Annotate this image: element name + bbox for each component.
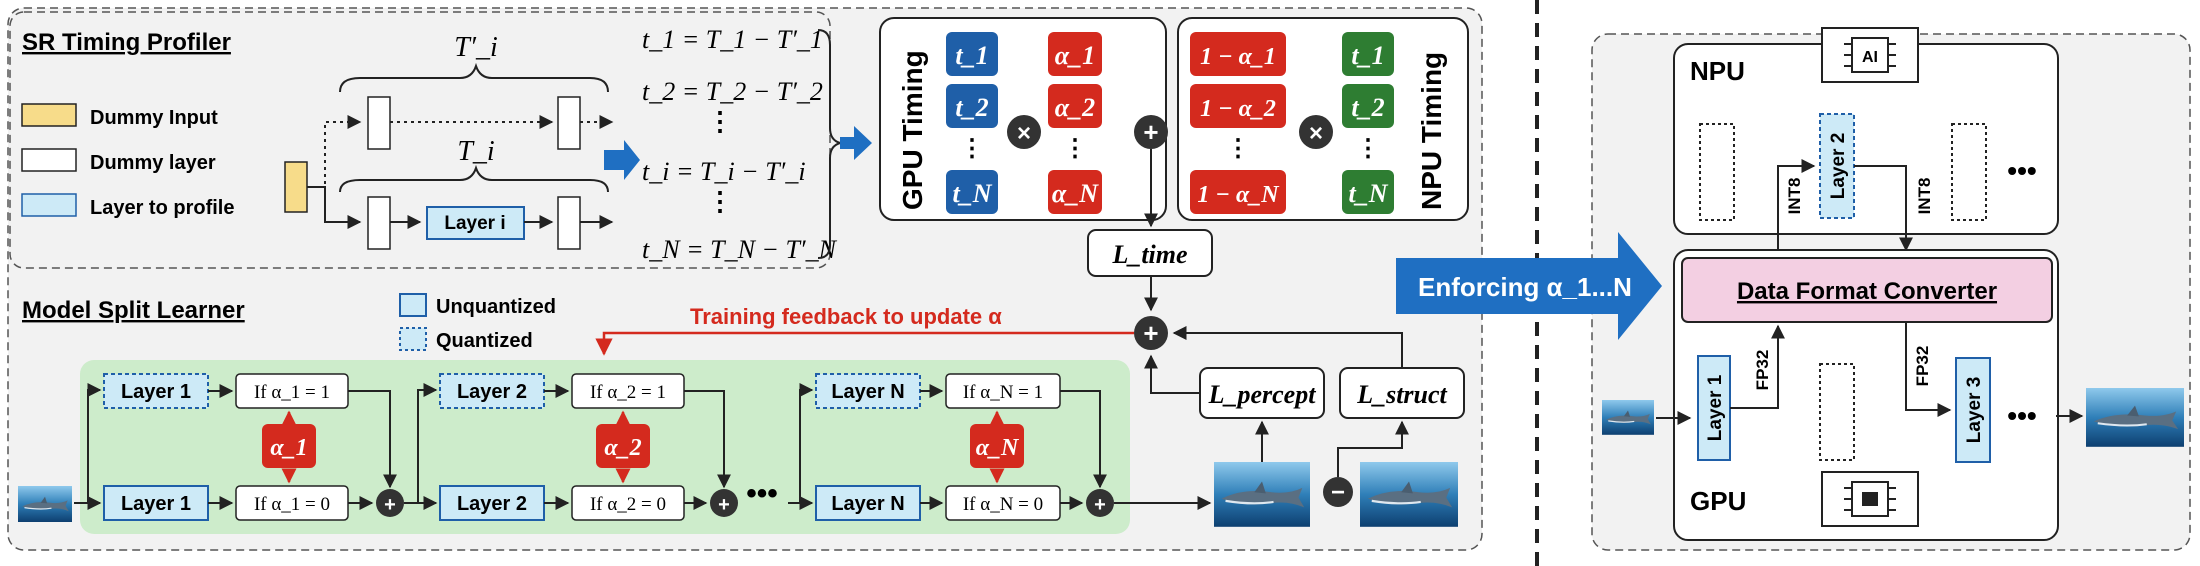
group1-if-zero: If α_1 = 0 (254, 494, 330, 515)
group1-unquantized-layer: Layer 1 (121, 493, 191, 515)
svg-text:⋮: ⋮ (707, 107, 733, 136)
group2-alpha: α_2 (604, 435, 641, 461)
gpu-an: α_N (1052, 179, 1099, 208)
npu-label: NPU (1690, 56, 1745, 86)
svg-text:•••: ••• (2007, 400, 2036, 431)
npu-1man: 1 − α_N (1197, 182, 1280, 208)
svg-text:⋮: ⋮ (1226, 135, 1250, 162)
fp32-right: FP32 (1913, 346, 1932, 387)
legend-unquantized: Unquantized (436, 296, 556, 318)
group1-alpha: α_1 (270, 435, 307, 461)
npu-t1: t_1 (1351, 41, 1384, 70)
gpu-tn: t_N (953, 179, 993, 208)
groupn-if-one: If α_N = 1 (963, 382, 1043, 403)
gpu-t1: t_1 (955, 41, 988, 70)
legend-layer-to-profile-swatch (21, 193, 77, 217)
svg-text:+: + (384, 494, 396, 516)
npu-tn: t_N (1349, 179, 1389, 208)
svg-text:⋮: ⋮ (1356, 135, 1380, 162)
legend-dummy-input: Dummy Input (90, 107, 218, 129)
svg-text:+: + (718, 494, 730, 516)
output-image (1212, 460, 1312, 528)
gpu-t2: t_2 (955, 93, 988, 122)
svg-text:•••: ••• (746, 477, 778, 510)
enforcing-arrow (1396, 232, 1662, 340)
gpu-timing-label: GPU Timing (897, 50, 928, 210)
group2-quantized-layer: Layer 2 (457, 381, 527, 403)
gpu-layer-3: Layer 3 (1964, 377, 1985, 444)
legend-layer-to-profile: Layer to profile (90, 197, 234, 219)
gpu-a1: α_1 (1055, 41, 1095, 70)
npu-1ma2: 1 − α_2 (1200, 96, 1276, 122)
layer-i-block: Layer i (444, 213, 505, 234)
enforcing-label: Enforcing α_1...N (1418, 272, 1632, 302)
npu-timing-label: NPU Timing (1416, 52, 1447, 210)
equation-2: t_2 = T_2 − T′_2 (642, 77, 823, 106)
l-struct-label: L_struct (1356, 380, 1447, 409)
l-percept-label: L_percept (1208, 380, 1317, 409)
gpu-label: GPU (1690, 486, 1746, 516)
equation-n: t_N = T_N − T′_N (642, 235, 838, 264)
group2-if-zero: If α_2 = 0 (590, 494, 666, 515)
profiler-panel (9, 11, 831, 269)
l-time-label: L_time (1111, 240, 1187, 269)
data-format-converter (1681, 257, 2053, 323)
feedback-label: Training feedback to update α (690, 304, 1002, 329)
svg-text:−: − (1331, 479, 1345, 506)
int8-right: INT8 (1915, 178, 1934, 215)
group1-quantized-layer: Layer 1 (121, 381, 191, 403)
group2-if-one: If α_2 = 1 (590, 382, 666, 403)
svg-text:+: + (1143, 117, 1158, 147)
groupn-if-zero: If α_N = 0 (963, 494, 1043, 515)
legend-dummy-input-swatch (21, 103, 77, 127)
brace-top-label: T′_i (454, 32, 497, 63)
fp32-left: FP32 (1753, 350, 1772, 391)
int8-left: INT8 (1785, 178, 1804, 215)
npu-t2: t_2 (1351, 93, 1384, 122)
svg-text:+: + (1143, 318, 1158, 348)
gpu-layer-1: Layer 1 (1705, 374, 1726, 441)
equation-i: t_i = T_i − T′_i (642, 157, 806, 186)
dummy-input-block (284, 161, 308, 213)
converter-label: Data Format Converter (1737, 278, 1997, 305)
npu-1ma1: 1 − α_1 (1200, 44, 1276, 70)
legend-quantized: Quantized (436, 330, 533, 352)
legend-dummy-layer: Dummy layer (90, 152, 216, 174)
svg-text:+: + (1094, 494, 1106, 516)
svg-text:⋮: ⋮ (1063, 135, 1087, 162)
npu-layer-2: Layer 2 (1828, 133, 1849, 200)
svg-text:⋮: ⋮ (960, 135, 984, 162)
deploy-output-image (2085, 387, 2185, 448)
svg-text:×: × (1309, 120, 1323, 147)
ai-chip-icon: AI (1862, 49, 1878, 66)
legend-dummy-layer-swatch (21, 148, 77, 172)
brace-bottom-label: T_i (457, 136, 494, 167)
gpu-a2: α_2 (1055, 93, 1095, 122)
split-learner-title: Model Split Learner (22, 297, 245, 324)
svg-text:×: × (1017, 120, 1031, 147)
svg-text:⋮: ⋮ (707, 187, 733, 216)
group1-if-one: If α_1 = 1 (254, 382, 330, 403)
svg-text:•••: ••• (2007, 155, 2036, 186)
ground-truth-image (1358, 460, 1460, 528)
profiler-title: SR Timing Profiler (22, 29, 231, 56)
group2-unquantized-layer: Layer 2 (457, 493, 527, 515)
groupn-unquantized-layer: Layer N (831, 493, 904, 515)
equation-1: t_1 = T_1 − T′_1 (642, 25, 823, 54)
groupn-quantized-layer: Layer N (831, 381, 904, 403)
groupn-alpha: α_N (976, 435, 1020, 461)
